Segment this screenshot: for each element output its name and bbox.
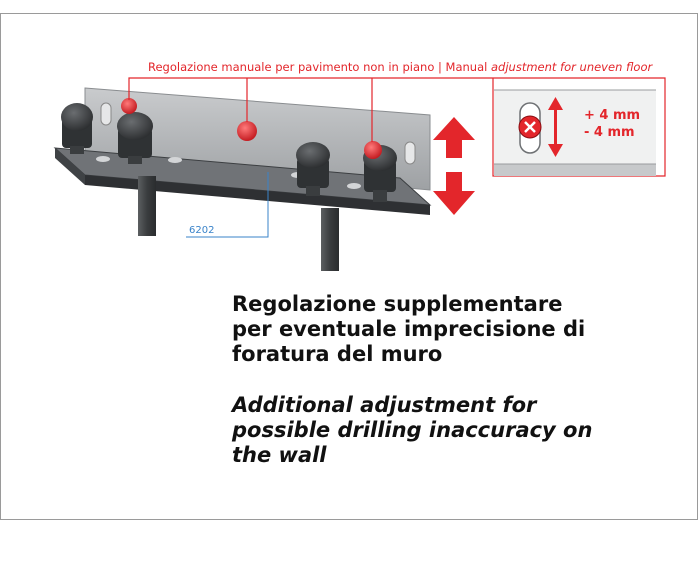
part-callout — [186, 172, 269, 238]
english-line: the wall — [232, 443, 327, 467]
english-line: Additional adjustment for — [232, 393, 537, 417]
vertical-arrow-icon — [433, 117, 475, 215]
italian-line: foratura del muro — [232, 342, 443, 366]
english-line: possible drilling inaccuracy on — [232, 418, 593, 442]
inset-detail — [494, 79, 656, 176]
base-plate — [53, 147, 432, 215]
support-legs — [138, 176, 339, 271]
italian-line: Regolazione supplementare — [232, 292, 563, 316]
part-number: 6202 — [189, 225, 215, 236]
no-entry-icon — [518, 115, 542, 139]
double-arrow-icon — [548, 97, 563, 157]
italian-line: per eventuale imprecisione di — [232, 317, 586, 341]
english-description: Additional adjustment for possible drill… — [232, 393, 652, 468]
callout-lines — [128, 77, 666, 177]
adjustment-knobs — [61, 103, 397, 202]
adjust-minus: - 4 mm — [584, 125, 635, 140]
adjust-plus: + 4 mm — [584, 108, 641, 123]
red-adjustment-screws — [121, 98, 382, 159]
italian-description: Regolazione supplementare per eventuale … — [232, 292, 652, 367]
adjustment-caption: Regolazione manuale per pavimento non in… — [148, 60, 653, 74]
